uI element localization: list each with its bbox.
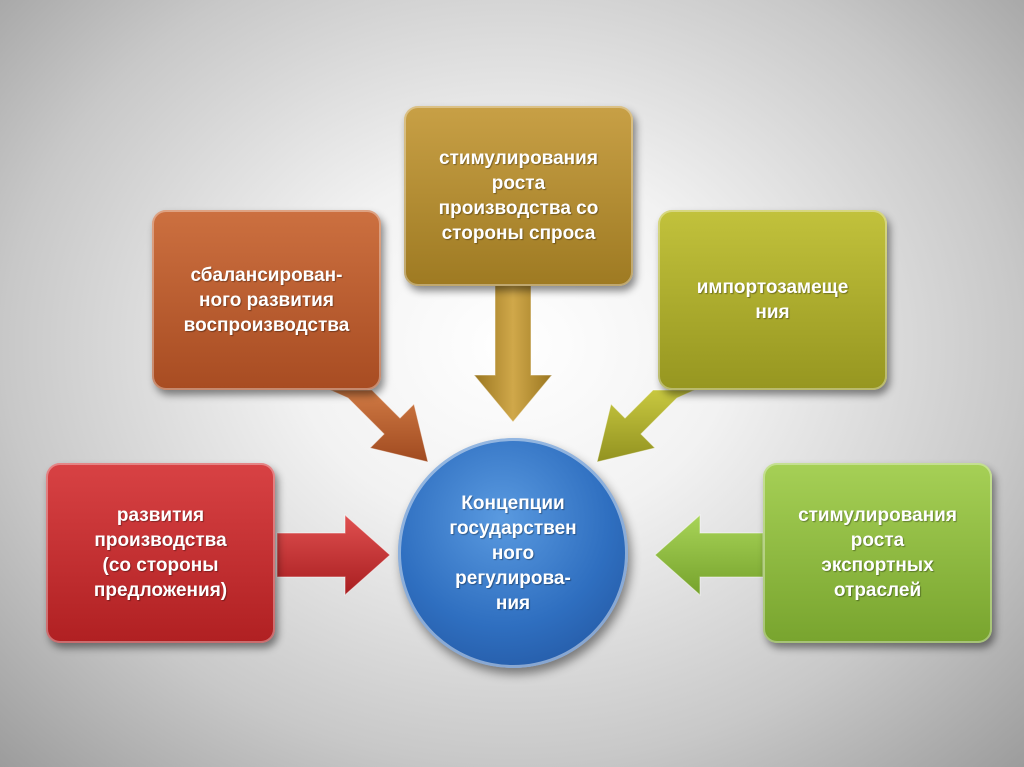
arrow-red (276, 513, 391, 597)
box-supply-production: развития производства (со стороны предло… (46, 463, 275, 643)
box-balanced-reproduction: сбалансирован- ного развития воспроизвод… (152, 210, 381, 390)
box-export-stimulation: стимулирования роста экспортных отраслей (763, 463, 992, 643)
center-concept-circle: Концепции государствен ного регулирова- … (398, 438, 628, 668)
box-demand-stimulation: стимулирования роста производства со сто… (404, 106, 633, 286)
arrow-orange (329, 389, 429, 463)
arrow-olive (596, 389, 696, 463)
arrow-gold (472, 284, 554, 423)
arrow-green (654, 513, 764, 597)
box-import-substitution: импортозамеще ния (658, 210, 887, 390)
